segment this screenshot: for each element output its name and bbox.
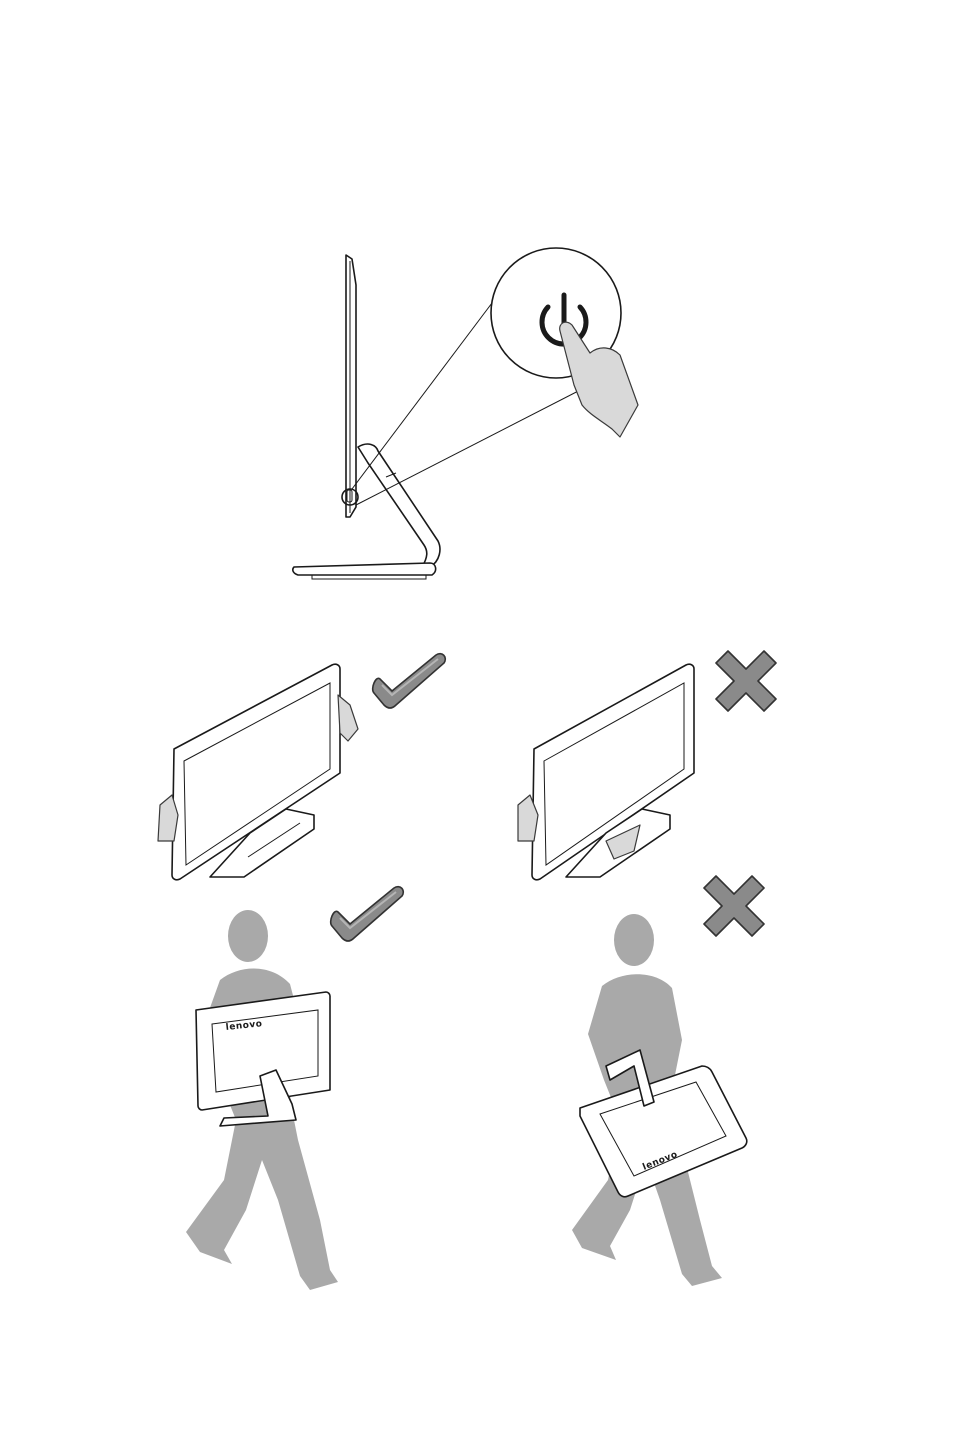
monitor-side-view <box>293 255 440 579</box>
check-icon <box>331 887 404 941</box>
lift-by-stand-figure <box>510 645 790 885</box>
check-icon <box>373 654 446 708</box>
carry-by-stand-figure: lenovo <box>570 870 790 1300</box>
monitor-front-angled <box>172 664 340 880</box>
carry-upright-figure: lenovo <box>180 880 420 1300</box>
hand-right-icon <box>338 695 358 741</box>
cross-icon <box>704 876 764 936</box>
zoom-circle <box>491 248 638 437</box>
cross-icon <box>716 651 776 711</box>
lift-by-frame-figure <box>150 645 450 885</box>
power-button-figure <box>290 245 640 585</box>
